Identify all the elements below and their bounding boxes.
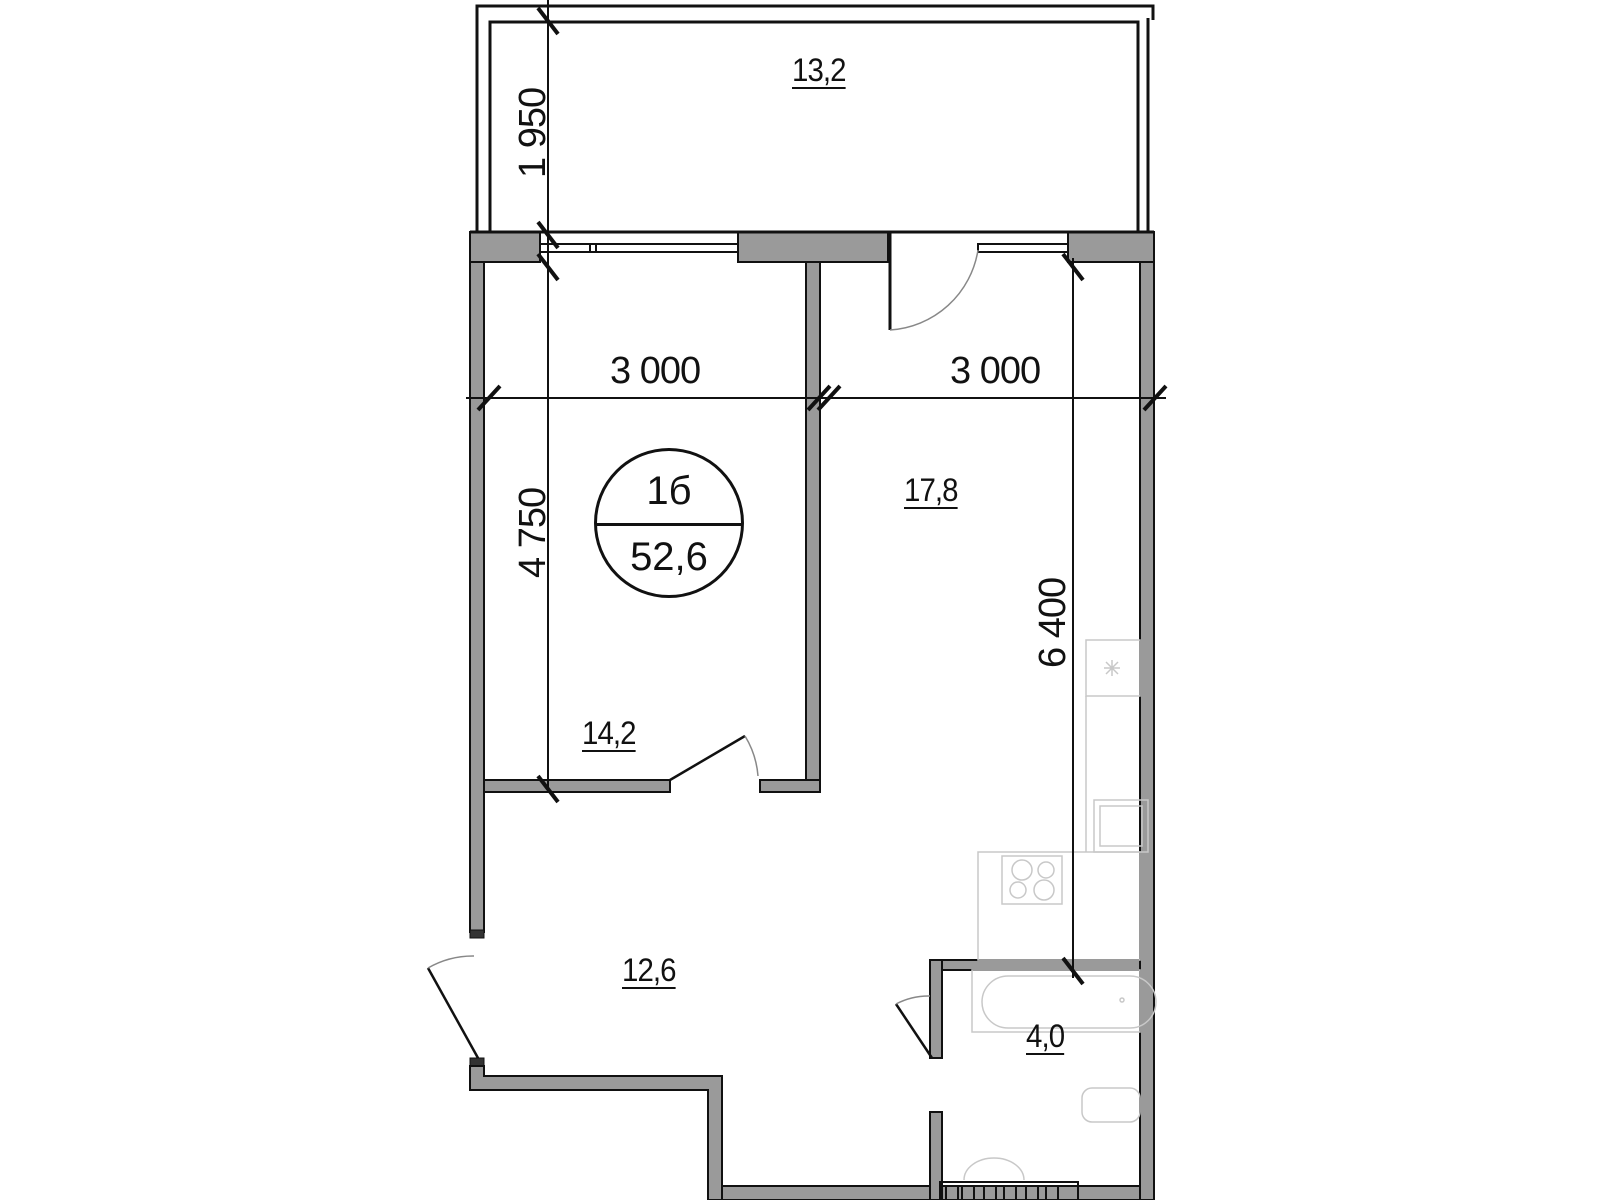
exterior-wall-right [1139,261,1155,1200]
exterior-wall-bottom [469,1065,1141,1200]
balcony-outline [475,4,1155,232]
window-left [539,243,739,253]
living-area-label: 17,8 [904,472,959,508]
bathroom-fixtures [963,969,1157,1181]
apartment-badge: 1б 52,6 [594,448,744,598]
radiator [939,1181,1079,1200]
hallway-area-label: 12,6 [622,952,677,988]
living-width-dimension: 3 000 [950,350,1041,392]
bedroom-door [669,734,759,782]
living-length-dimension: 6 400 [1032,577,1074,668]
apartment-total-area: 52,6 [630,535,708,579]
window-right [977,243,1069,253]
bathroom-walls [929,959,1141,1200]
bedroom-area-label: 14,2 [582,715,637,751]
apartment-number: 1б [646,469,692,513]
bedroom-length-dimension: 4 750 [512,487,554,578]
dimension-lines [466,0,1168,986]
badge-divider [597,523,741,526]
exterior-wall-left [469,261,485,933]
entrance-door [426,929,485,1067]
kitchen-fixtures [977,639,1149,961]
balcony-door [888,232,979,331]
bedroom-partition [483,261,821,793]
bathroom-door [894,995,934,1059]
bathroom-area-label: 4,0 [1026,1018,1065,1054]
bedroom-width-dimension: 3 000 [610,350,701,392]
balcony-depth-dimension: 1 950 [512,87,554,178]
exterior-wall-top [469,230,1155,263]
balcony-area-label: 13,2 [792,52,847,88]
